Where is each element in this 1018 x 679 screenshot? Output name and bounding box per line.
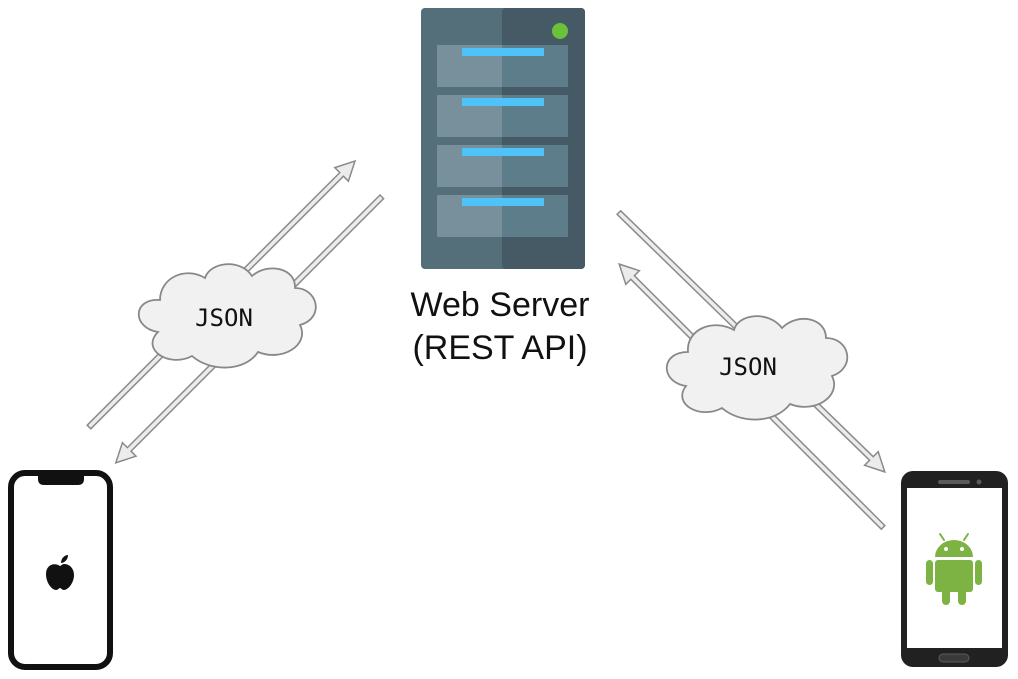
android-home-button [938, 653, 970, 663]
apple-icon [46, 555, 74, 590]
server-label: Web Server (REST API) [380, 284, 620, 370]
iphone-device [8, 470, 113, 670]
android-earpiece [938, 480, 970, 484]
android-robot-icon [926, 533, 982, 605]
iphone-notch [38, 471, 84, 485]
server-label-line1: Web Server [410, 286, 590, 324]
android-device [901, 471, 1008, 667]
server-label-line2: (REST API) [412, 329, 588, 367]
android-camera [976, 479, 982, 485]
cloud-right-label: JSON [719, 353, 777, 381]
cloud-left: JSON [137, 263, 317, 369]
server-icon [421, 8, 585, 269]
cloud-right: JSON [665, 315, 849, 421]
server-drive-bays [437, 45, 568, 237]
cloud-left-label: JSON [195, 304, 253, 332]
server-status-led [552, 23, 568, 39]
